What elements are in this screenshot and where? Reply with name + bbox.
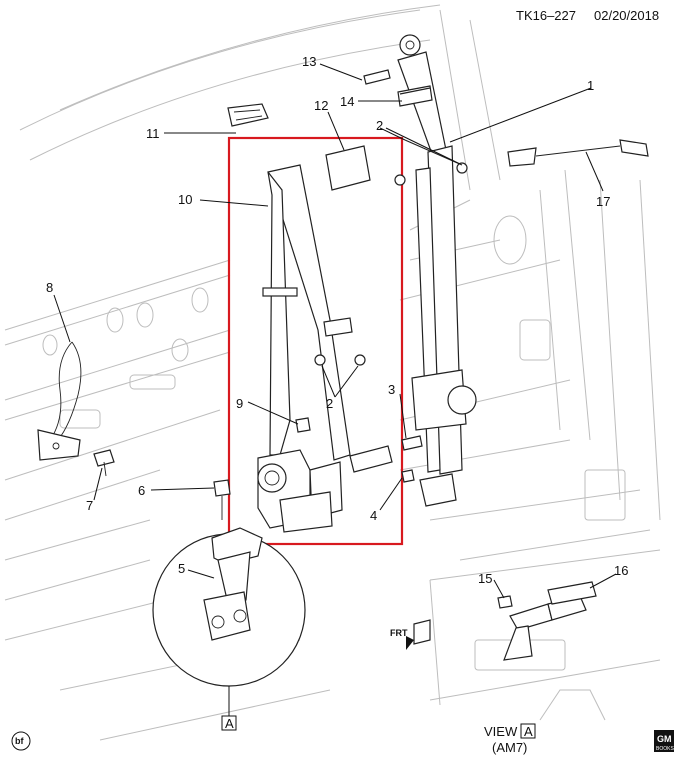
center-belt-webbing (262, 164, 393, 473)
callout-12: 12 (314, 98, 328, 113)
bolt-3 (401, 435, 423, 451)
callout-labels: 1 2 2 2 3 4 5 6 7 8 9 10 11 12 13 14 15 … (46, 54, 628, 586)
belt-guide-cover (325, 145, 371, 191)
view-marker-letter: A (225, 716, 234, 731)
pin-2a (314, 354, 326, 366)
callout-14: 14 (340, 94, 354, 109)
diagram-date: 02/20/2018 (594, 8, 659, 23)
bf-logo: bf (11, 731, 31, 751)
callout-13: 13 (302, 54, 316, 69)
gm-books-logo: GM BOOKS (654, 730, 674, 752)
view-a-label: VIEW A (AM7) (484, 723, 536, 755)
diagram-code: TK16–227 (516, 8, 576, 23)
view-sub: (AM7) (492, 740, 527, 755)
callout-6: 6 (138, 483, 145, 498)
svg-text:GM: GM (657, 734, 672, 744)
callout-17: 17 (596, 194, 610, 209)
callout-2-middle: 2 (326, 396, 333, 411)
callout-7: 7 (86, 498, 93, 513)
callout-3: 3 (388, 382, 395, 397)
callout-15: 15 (478, 571, 492, 586)
outboard-shoulder-belt (397, 34, 477, 507)
buckle-cable-17 (507, 139, 649, 167)
callout-2-upper: 2 (376, 118, 383, 133)
callout-16: 16 (614, 563, 628, 578)
callout-10: 10 (178, 192, 192, 207)
callout-1: 1 (587, 78, 594, 93)
clip-14 (399, 87, 431, 95)
callout-5: 5 (178, 561, 185, 576)
callout-8: 8 (46, 280, 53, 295)
highlight-box (227, 136, 404, 546)
nut-4 (401, 469, 415, 483)
view-a-inset (429, 549, 661, 706)
detail-circle (152, 527, 306, 716)
view-label: VIEW (484, 724, 518, 739)
callout-11: 11 (146, 126, 160, 141)
washer-2 (456, 162, 468, 174)
bolt-6 (213, 479, 231, 520)
nut-9 (295, 417, 311, 433)
bolt-7 (93, 449, 115, 477)
view-marker-box (221, 715, 237, 731)
view-letter: A (524, 724, 533, 739)
pin-2c (394, 174, 406, 186)
center-retractor (257, 449, 343, 533)
callout-4: 4 (370, 508, 377, 523)
bolt-13 (363, 69, 391, 85)
callout-9: 9 (236, 396, 243, 411)
front-arrow: FRT (390, 619, 431, 650)
front-label: FRT (390, 628, 408, 638)
svg-text:bf: bf (15, 736, 24, 746)
leader-lines (53, 63, 617, 599)
cable-8 (37, 341, 82, 461)
svg-text:BOOKS: BOOKS (656, 746, 674, 752)
upper-trim-bezel (227, 103, 269, 127)
pin-2b (354, 354, 366, 366)
